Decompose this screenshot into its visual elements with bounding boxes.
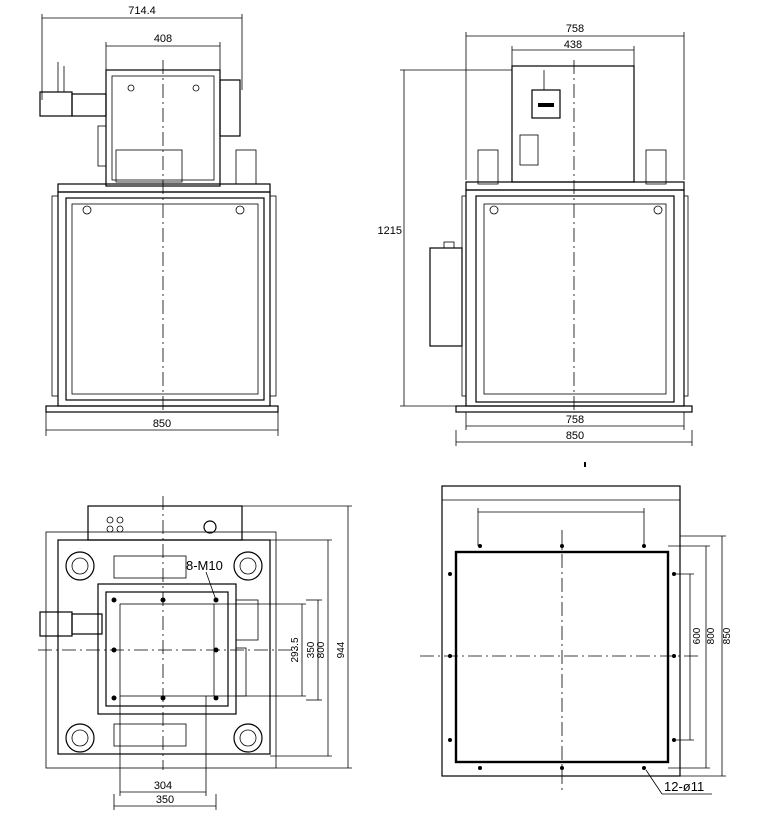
front-view: 714.4 408 (39, 5, 279, 436)
side-control-box (531, 89, 561, 119)
flange-view: 600 800 850 12-ø11 (420, 485, 733, 795)
dim-304-label: 304 (154, 780, 172, 792)
bottom-view: 8-M10 293.5 350 800 944 304 350 (38, 496, 352, 810)
dim-758-low-label: 758 (566, 414, 584, 426)
dim-850-label: 850 (722, 627, 733, 644)
front-frame (57, 191, 271, 407)
dim-408-label: 408 (154, 33, 172, 45)
dim-850-front-label: 850 (153, 418, 171, 430)
dim-714-label: 714.4 (128, 5, 156, 17)
dim-350-v-label: 350 (306, 641, 317, 658)
dim-438-label: 438 (564, 39, 582, 51)
dim-350-h-label: 350 (156, 794, 174, 806)
dim-800-v-label: 800 (316, 641, 327, 658)
side-frame (465, 189, 685, 407)
motor-body (39, 91, 73, 117)
flange-outer (441, 485, 681, 777)
dim-1215-label: 1215 (378, 225, 402, 237)
bottom-plate (57, 539, 271, 755)
dim-850-side-label: 850 (566, 430, 584, 442)
dim-800-label: 800 (706, 627, 717, 644)
dim-944-label: 944 (336, 641, 347, 658)
bolt-label-8-m10: 8-M10 (186, 558, 223, 573)
hole-label-12-d11: 12-ø11 (664, 779, 704, 794)
dim-600-label: 600 (692, 627, 703, 644)
flange-opening (454, 550, 670, 764)
dim-293-label: 293.5 (290, 637, 301, 662)
side-view: 758 438 1215 (378, 23, 693, 467)
dim-758-top-label: 758 (566, 23, 584, 35)
